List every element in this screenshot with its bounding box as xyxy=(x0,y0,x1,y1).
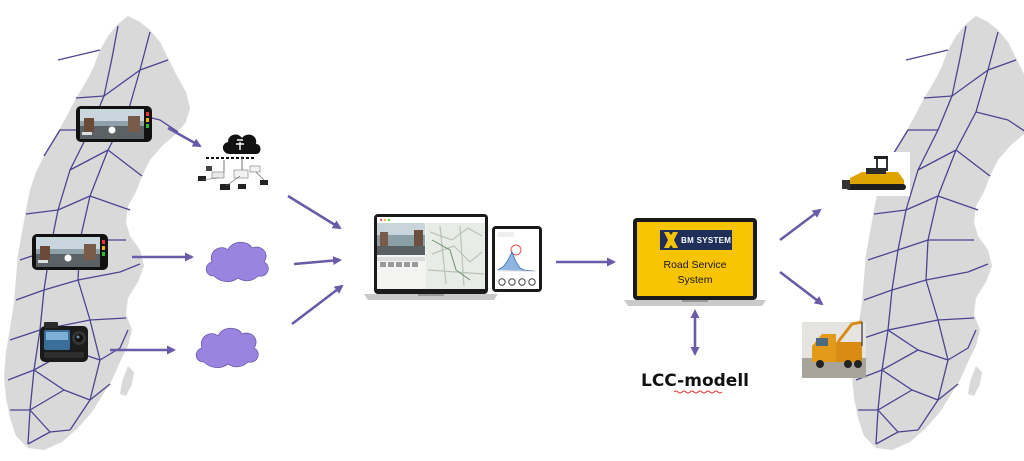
cloud-edge-network-icon xyxy=(198,134,268,190)
system-name-line-1: Road Service xyxy=(663,259,726,271)
map-island-right xyxy=(968,366,982,396)
bm-logo-icon xyxy=(664,232,678,248)
arrow-cloud-to-analytics xyxy=(293,256,342,266)
arrow-edge-to-analytics xyxy=(287,194,342,230)
bm-logo-text: BM SYSTEM xyxy=(681,236,731,245)
arrow-cloud2-to-analytics xyxy=(291,284,344,326)
bm-logo-block xyxy=(660,230,732,250)
sweden-map-left xyxy=(4,16,190,450)
bm-system-laptop: BM SYSTEM Road Service System xyxy=(624,218,766,306)
flow-arrows xyxy=(110,126,824,356)
asphalt-paver-icon xyxy=(842,152,910,196)
road-network-right xyxy=(855,25,1024,445)
dashcam-phone-icon-2 xyxy=(32,234,108,270)
arrow-phone-to-edge xyxy=(167,126,202,148)
sweden-map-right xyxy=(852,16,1024,450)
dashcam-phone-icon xyxy=(76,106,152,142)
arrow-bm-to-truck xyxy=(779,270,824,306)
laptop-dashboard-icon xyxy=(364,214,498,300)
arrow-bm-to-paver xyxy=(779,208,822,242)
map-island-left xyxy=(120,366,134,396)
lcc-model-label: LCC-modell xyxy=(641,371,749,391)
crane-truck-icon xyxy=(802,320,866,378)
cloud-icon xyxy=(205,241,269,282)
map-land-right xyxy=(852,16,1024,450)
action-camera-icon xyxy=(40,322,88,362)
spellcheck-underline xyxy=(673,390,723,394)
tablet-dashboard-icon xyxy=(492,226,542,292)
system-name-line-2: System xyxy=(677,274,712,286)
cloud-icon-2 xyxy=(195,327,259,368)
